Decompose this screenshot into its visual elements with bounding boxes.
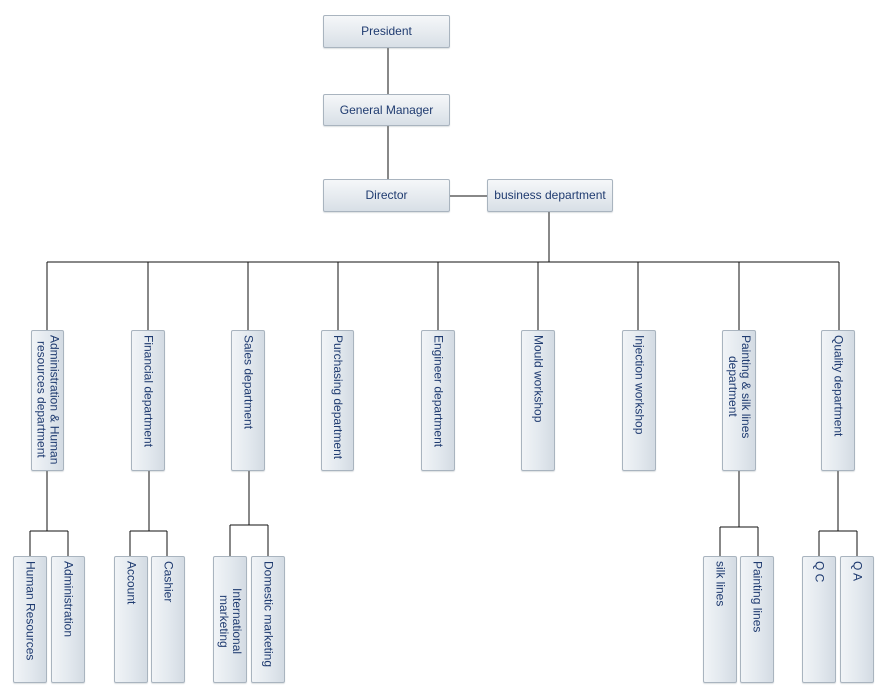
business-department-box: business department [487,179,613,212]
dept-injection-box: Injection workshop [622,330,656,471]
sub-qa-label: Q A [850,561,865,582]
dept-painting-label: Painting & silk lines department [726,335,753,439]
dept-purchasing-label: Purchasing department [331,335,345,460]
sub-cashier-label: Cashier [161,561,176,603]
sub-administration-box: Administration [51,556,85,683]
dept-admin-hr-label: Administration & Human resources departm… [34,335,62,465]
dept-financial-box: Financial department [131,330,165,471]
dept-painting-box: Painting & silk lines department [722,330,756,471]
dept-sales-label: Sales department [241,335,256,430]
general-manager-label: General Manager [339,102,434,117]
director-box: Director [323,179,450,212]
sub-domestic-marketing-box: Domestic marketing [251,556,285,683]
sub-domestic-marketing-label: Domestic marketing [261,561,276,668]
dept-quality-box: Quality department [821,330,855,471]
sub-international-marketing-box: International marketing [213,556,247,683]
sub-silk-lines-box: silk lines [703,556,737,683]
dept-engineer-label: Engineer department [431,335,446,448]
sub-painting-lines-label: Painting lines [750,561,765,633]
dept-injection-label: Injection workshop [632,335,647,435]
dept-financial-label: Financial department [141,335,156,448]
dept-purchasing-box: Purchasing department [321,330,354,471]
sub-painting-lines-box: Painting lines [740,556,774,683]
president-label: President [361,24,412,38]
sub-human-resources-box: Human Resources [13,556,47,683]
sub-qc-box: Q C [802,556,836,683]
dept-mould-label: Mould workshop [531,335,546,423]
sub-silk-lines-label: silk lines [713,561,728,607]
sub-human-resources-label: Human Resources [23,561,38,661]
president-box: President [323,15,450,48]
dept-mould-box: Mould workshop [521,330,555,471]
sub-administration-label: Administration [61,561,76,638]
sub-account-label: Account [124,561,139,605]
director-label: Director [365,188,408,202]
dept-admin-hr-box: Administration & Human resources departm… [31,330,64,471]
sub-account-box: Account [114,556,148,683]
sub-cashier-box: Cashier [151,556,185,683]
sub-international-marketing-label: International marketing [217,588,244,655]
general-manager-box: General Manager [323,94,450,126]
dept-engineer-box: Engineer department [421,330,455,471]
business-department-label: business department [494,188,606,202]
dept-sales-box: Sales department [231,330,265,471]
sub-qc-label: Q C [812,561,827,583]
dept-quality-label: Quality department [831,335,846,437]
sub-qa-box: Q A [840,556,874,683]
